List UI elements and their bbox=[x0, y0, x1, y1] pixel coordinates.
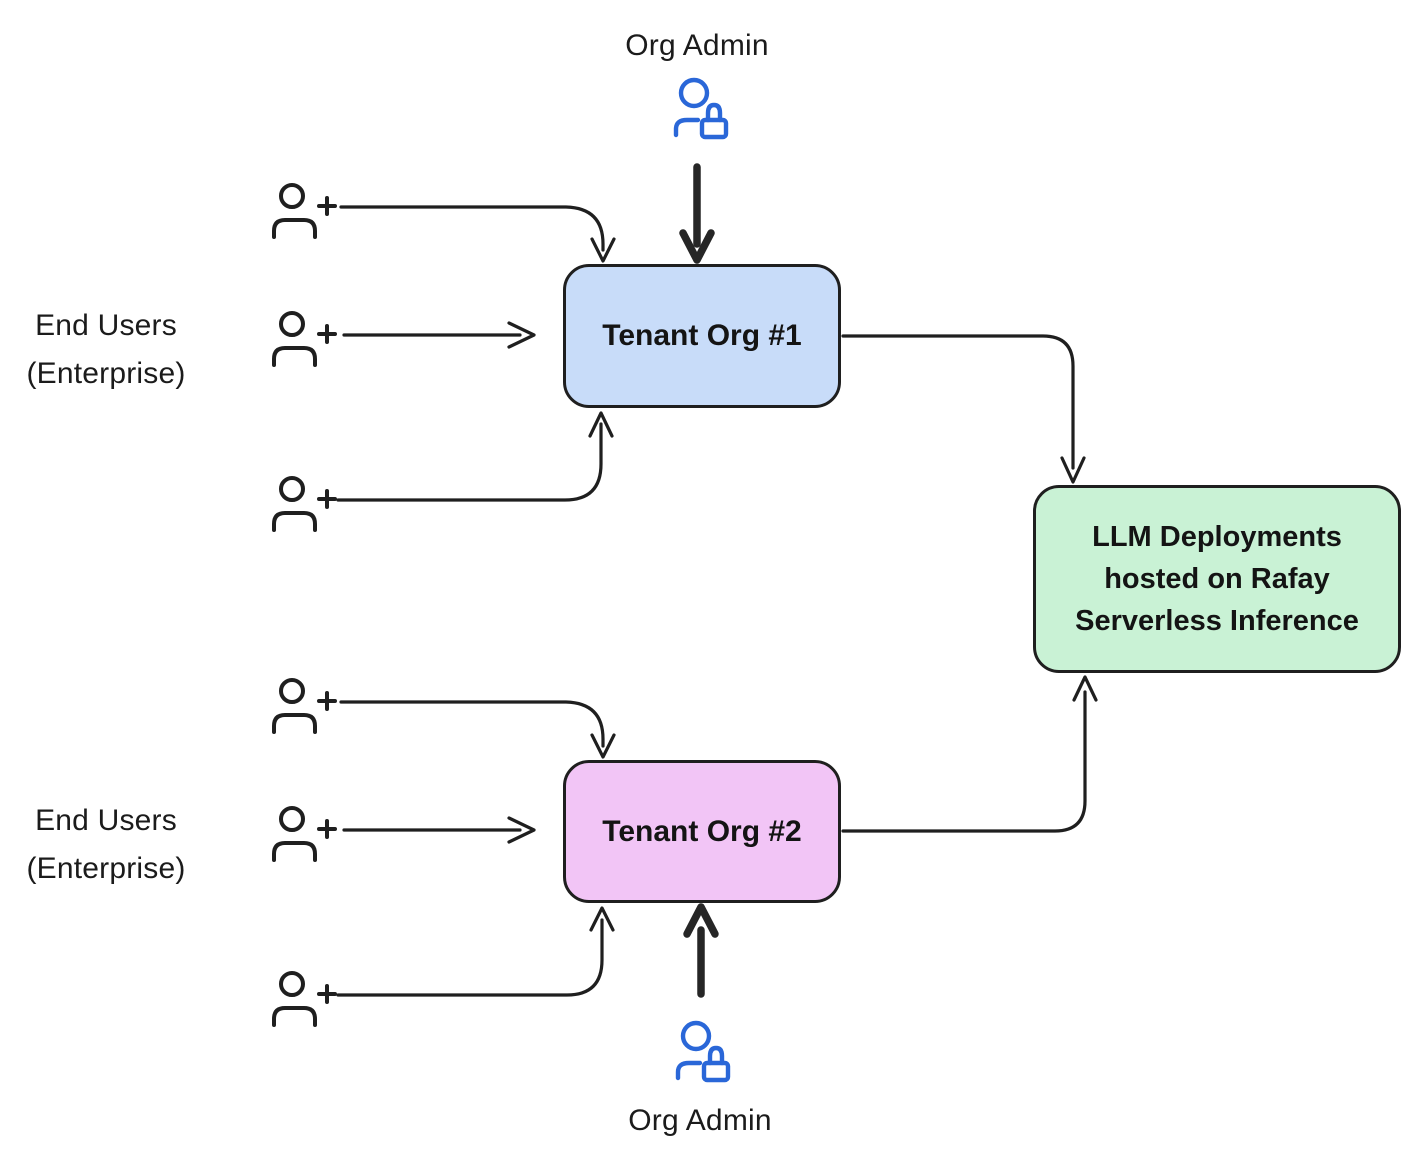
user-plus-icon bbox=[272, 476, 337, 532]
user-plus-icon bbox=[272, 806, 337, 862]
end-users-line2: (Enterprise) bbox=[26, 852, 186, 885]
llm-label-line2: hosted on Rafay bbox=[1104, 563, 1330, 595]
llm-deployments-node: LLM Deployments hosted on Rafay Serverle… bbox=[1033, 485, 1401, 673]
org-admin-text: Org Admin bbox=[628, 1104, 772, 1137]
end-users-label-bottom: End Users (Enterprise) bbox=[13, 797, 199, 893]
user-lock-icon bbox=[678, 1023, 728, 1080]
org-admin-label-bottom: Org Admin bbox=[600, 1097, 800, 1145]
org-admin-text: Org Admin bbox=[625, 29, 769, 62]
tenant-org-1-label: Tenant Org #1 bbox=[602, 319, 802, 352]
arrowhead bbox=[683, 903, 719, 938]
user-plus-icon bbox=[272, 183, 337, 239]
arrowhead bbox=[590, 733, 616, 759]
arrowhead bbox=[507, 321, 536, 349]
llm-label-line3: Serverless Inference bbox=[1075, 605, 1359, 637]
arrow-tenant1-to-llm bbox=[841, 334, 1075, 470]
llm-label-line1: LLM Deployments bbox=[1092, 521, 1342, 553]
end-users-line2: (Enterprise) bbox=[26, 357, 186, 390]
tenant-org-1-node: Tenant Org #1 bbox=[563, 264, 841, 408]
org-admin-label-top: Org Admin bbox=[597, 22, 797, 70]
tenant-org-2-label: Tenant Org #2 bbox=[602, 814, 802, 848]
arrowhead bbox=[588, 411, 614, 438]
arrowhead bbox=[679, 229, 715, 264]
end-users-label-top: End Users (Enterprise) bbox=[13, 302, 199, 398]
arrow-tenant2-to-llm bbox=[841, 690, 1087, 833]
arrow-user4-to-tenant2 bbox=[339, 700, 605, 748]
arrowhead bbox=[590, 237, 616, 263]
tenant-org-2-node: Tenant Org #2 bbox=[563, 760, 841, 903]
user-plus-icon bbox=[272, 311, 337, 367]
user-lock-icon bbox=[676, 80, 726, 137]
arrow-user1-to-tenant1 bbox=[339, 205, 605, 252]
user-plus-icon bbox=[272, 971, 337, 1027]
end-users-line1: End Users bbox=[35, 804, 177, 837]
user-plus-icon bbox=[272, 678, 337, 734]
arrow-user3-to-tenant1 bbox=[336, 422, 603, 502]
arrowhead bbox=[507, 816, 536, 844]
arrow-user6-to-tenant2 bbox=[336, 918, 604, 997]
arrowhead bbox=[589, 906, 615, 932]
arrowhead bbox=[1060, 456, 1086, 484]
end-users-line1: End Users bbox=[35, 309, 177, 342]
arrowhead bbox=[1072, 675, 1098, 702]
